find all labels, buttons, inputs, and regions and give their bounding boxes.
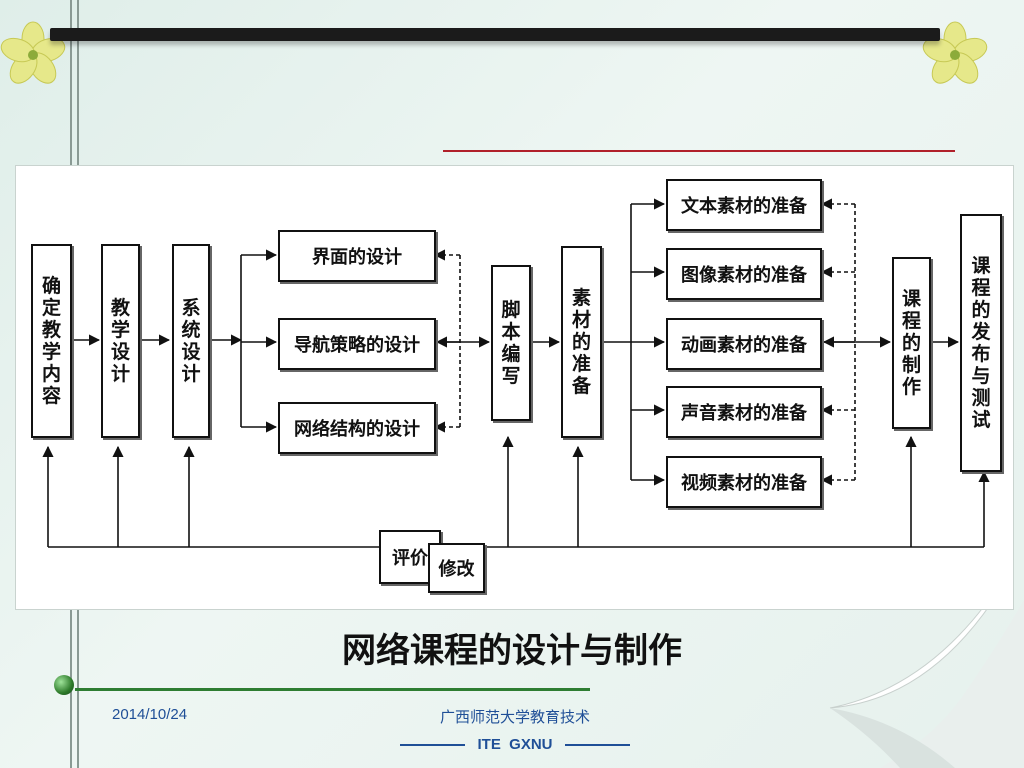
box-material-prep: 素材的准备 [561, 246, 602, 438]
vertical-label: 课程的制作 [901, 288, 921, 398]
box-interface-design: 界面的设计 [278, 230, 436, 282]
box-publish-test: 课程的发布与测试 [960, 214, 1002, 472]
vertical-label: 脚本编写 [501, 299, 521, 387]
red-accent-line [443, 150, 955, 152]
box-revise: 修改 [428, 543, 485, 593]
vertical-label: 素材的准备 [571, 287, 591, 397]
footer-organization: 广西师范大学教育技术 [439, 708, 590, 726]
box-teaching-design: 教学设计 [101, 244, 140, 438]
page-curl-decoration [829, 589, 1024, 768]
top-decorative-bar [50, 28, 940, 41]
vertical-label: 教学设计 [110, 297, 130, 385]
box-animation-material: 动画素材的准备 [666, 318, 822, 370]
box-navigation-design: 导航策略的设计 [278, 318, 436, 370]
vertical-label: 课程的发布与测试 [971, 255, 991, 431]
box-system-design: 系统设计 [172, 244, 210, 438]
vertical-label: 系统设计 [181, 297, 201, 385]
green-bullet-icon [54, 675, 74, 695]
box-audio-material: 声音素材的准备 [666, 386, 822, 438]
box-course-production: 课程的制作 [892, 257, 931, 429]
tagline-text: ITE GXNU [477, 736, 553, 753]
footer-date: 2014/10/24 [112, 706, 188, 723]
slide-title: 网络课程的设计与制作 [342, 631, 682, 671]
vertical-label: 确定教学内容 [41, 275, 61, 407]
box-network-structure-design: 网络结构的设计 [278, 402, 436, 454]
box-image-material: 图像素材的准备 [666, 248, 822, 300]
tagline-dash [564, 744, 630, 747]
box-text-material: 文本素材的准备 [666, 179, 822, 231]
box-determine-content: 确定教学内容 [31, 244, 72, 438]
footer-tagline: ITE GXNU [370, 736, 660, 753]
box-video-material: 视频素材的准备 [666, 456, 822, 508]
box-script-writing: 脚本编写 [491, 265, 531, 421]
tagline-dash [400, 744, 466, 747]
flower-icon [0, 21, 66, 84]
flower-icon [922, 21, 988, 84]
green-divider-line [75, 688, 590, 691]
